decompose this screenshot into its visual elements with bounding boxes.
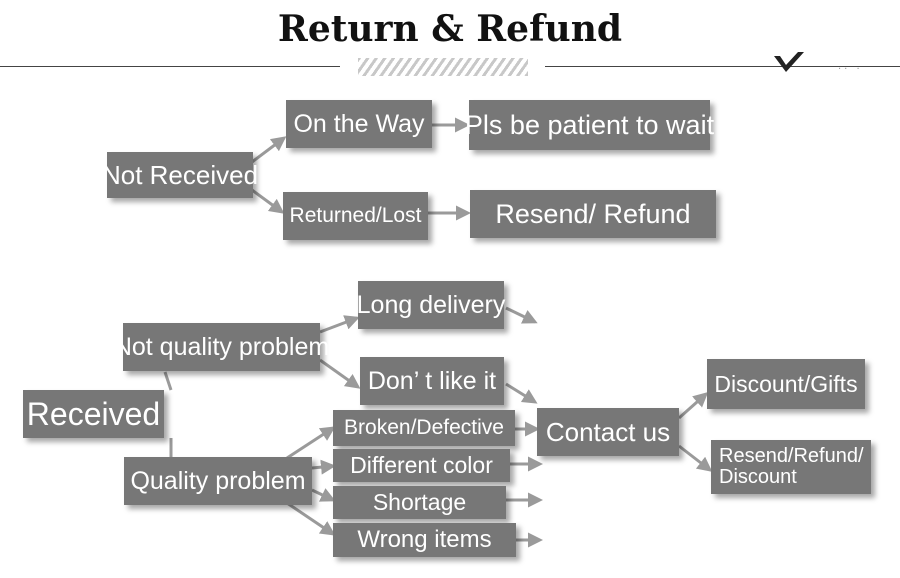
dont-like-it-box: Don’ t like it	[360, 357, 504, 405]
hatch-decoration	[358, 58, 528, 76]
page-title: Return & Refund	[277, 8, 623, 50]
title-rule-right	[545, 66, 900, 67]
quality-problem-box: Quality problem	[124, 457, 312, 505]
different-color-box: Different color	[333, 449, 510, 482]
pls-be-patient-box: Pls be patient to wait	[465, 100, 714, 150]
title-rule-left	[0, 66, 340, 67]
dot-decoration: ·· ·	[838, 64, 863, 75]
not-received-box: Not Received	[102, 152, 258, 198]
on-the-way-box: On the Way	[286, 100, 432, 148]
returned-lost-box: Returned/Lost	[283, 192, 428, 240]
discount-gifts-box: Discount/Gifts	[707, 359, 865, 409]
received-box: Received	[23, 390, 164, 438]
wrong-items-box: Wrong items	[333, 523, 516, 557]
long-delivery-box: Long delivery	[357, 281, 505, 329]
resend-refund-discount-box: Resend/Refund/ Discount	[711, 440, 871, 494]
checkmark-icon	[774, 52, 804, 72]
resend-refund-box: Resend/ Refund	[470, 190, 716, 238]
shortage-box: Shortage	[333, 486, 506, 519]
contact-us-box: Contact us	[537, 408, 679, 456]
broken-defective-box: Broken/Defective	[333, 410, 515, 446]
not-quality-problem-box: Not quality problem	[114, 323, 329, 371]
